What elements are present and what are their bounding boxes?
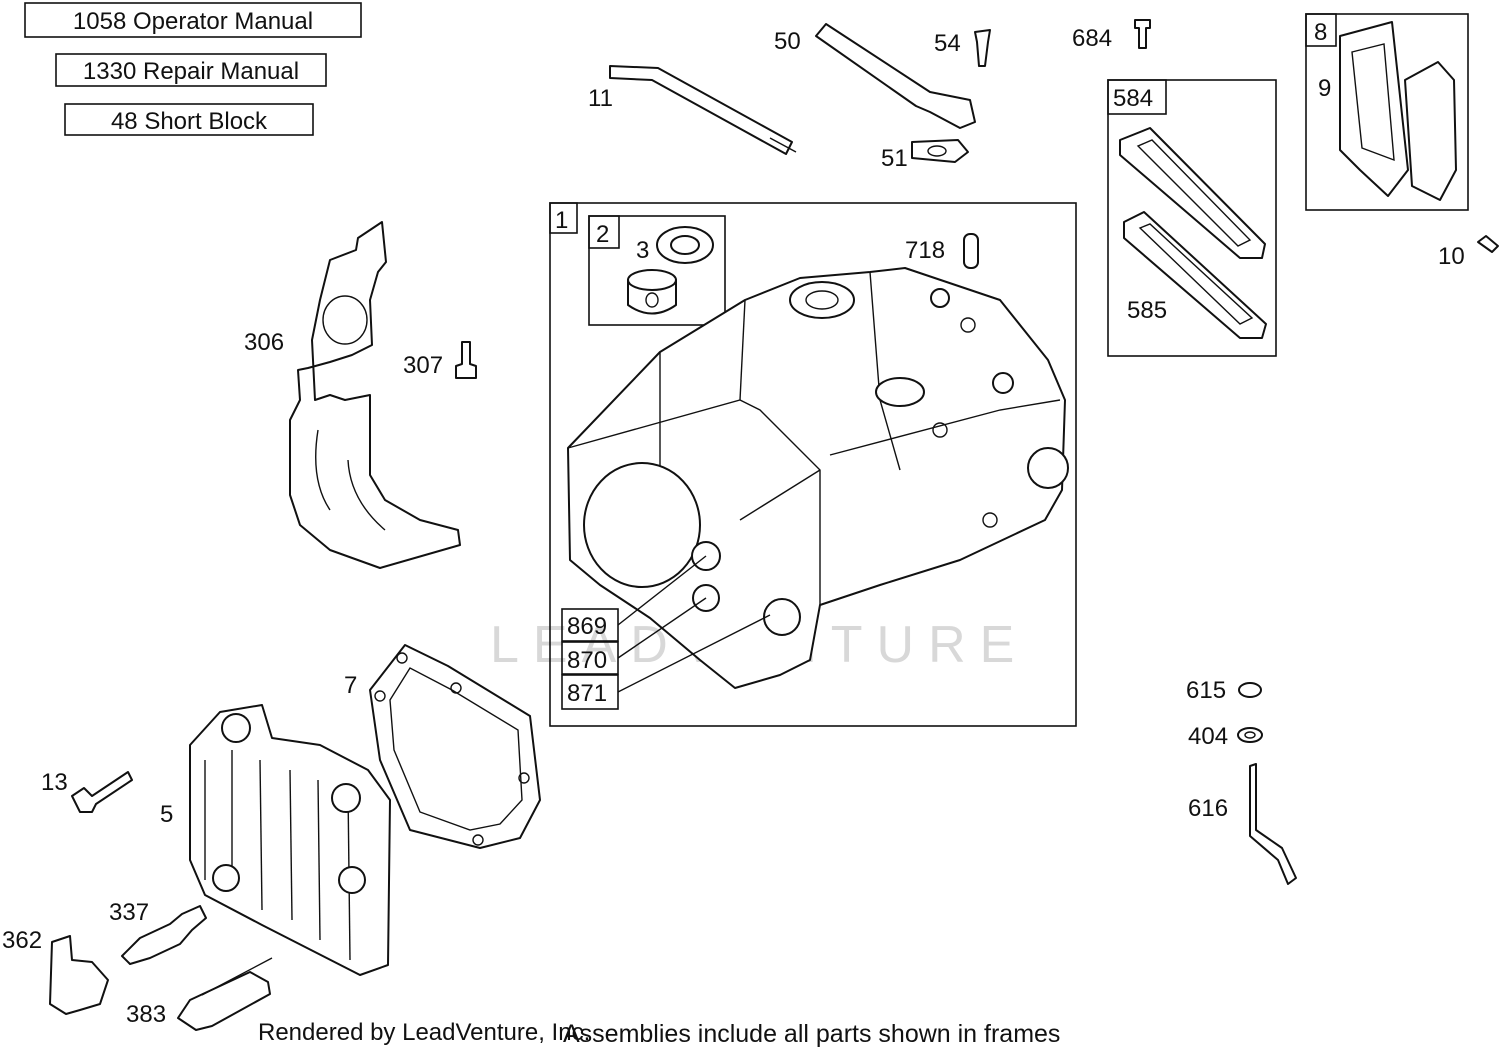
operator-manual-label: 1058 Operator Manual xyxy=(73,8,313,35)
frame-8-tag xyxy=(1305,13,1337,47)
frame-584 xyxy=(1107,79,1277,357)
link-616-part[interactable] xyxy=(1249,763,1297,885)
callout-10[interactable]: 10 xyxy=(1438,243,1465,270)
callout-615[interactable]: 615 xyxy=(1186,677,1226,704)
breather-tube-part[interactable] xyxy=(815,23,976,129)
repair-manual-box xyxy=(55,53,327,87)
repair-manual-link[interactable]: 1330 Repair Manual xyxy=(55,53,327,87)
callout-383[interactable]: 383 xyxy=(126,1001,166,1028)
frame-1-tag xyxy=(549,202,578,234)
callout-869: 869 xyxy=(567,613,607,640)
callout-306[interactable]: 306 xyxy=(244,329,284,356)
callout-404[interactable]: 404 xyxy=(1188,723,1228,750)
callout-9[interactable]: 9 xyxy=(1318,75,1331,102)
dipstick-tube-part[interactable] xyxy=(609,65,797,155)
washer-404-part[interactable] xyxy=(1237,727,1263,743)
callout-337[interactable]: 337 xyxy=(109,899,149,926)
leader-870 xyxy=(617,597,707,659)
leader-869 xyxy=(617,555,707,626)
callout-5[interactable]: 5 xyxy=(160,801,173,828)
cylinder-block-part[interactable] xyxy=(567,267,1069,689)
gasket-9-part[interactable] xyxy=(1339,21,1409,197)
callout-51[interactable]: 51 xyxy=(881,145,908,172)
screw-684-part[interactable] xyxy=(1134,19,1151,49)
spark-plug-part[interactable] xyxy=(121,905,207,965)
callout-616[interactable]: 616 xyxy=(1188,795,1228,822)
callout-871: 871 xyxy=(567,680,607,707)
repair-manual-label: 1330 Repair Manual xyxy=(83,58,299,85)
callout-871-group[interactable]: 871 xyxy=(561,674,619,710)
nut-615-part[interactable] xyxy=(1238,682,1262,698)
short-block-label: 48 Short Block xyxy=(111,108,268,135)
air-guide-shield-part[interactable] xyxy=(289,221,461,569)
spark-plug-tool-part[interactable] xyxy=(177,957,273,1031)
seal-part[interactable] xyxy=(656,226,714,264)
short-block-box xyxy=(64,103,314,136)
callout-3[interactable]: 3 xyxy=(636,237,649,264)
bushing-part[interactable] xyxy=(627,269,677,315)
gasket-584-part[interactable] xyxy=(1119,127,1266,259)
frame-2-tag xyxy=(588,215,620,249)
operator-manual-box xyxy=(24,2,362,38)
callout-585[interactable]: 585 xyxy=(1127,297,1167,324)
bolt-13-part[interactable] xyxy=(71,771,133,813)
callout-11[interactable]: 11 xyxy=(588,85,613,112)
callout-54[interactable]: 54 xyxy=(934,30,961,57)
gasket-585-part[interactable] xyxy=(1123,211,1267,339)
footer-rendered-by: Rendered by LeadVenture, Inc. xyxy=(258,1019,590,1046)
screw-307-part[interactable] xyxy=(455,341,477,379)
operator-manual-link[interactable]: 1058 Operator Manual xyxy=(24,2,362,38)
callout-870-group[interactable]: 870 xyxy=(561,641,619,675)
callout-50[interactable]: 50 xyxy=(774,28,801,55)
screw-54-part[interactable] xyxy=(974,29,991,67)
spark-plug-boot-part[interactable] xyxy=(49,935,109,1015)
callout-869-group[interactable]: 869 xyxy=(561,608,619,642)
cylinder-head-part[interactable] xyxy=(189,704,391,976)
screw-10-part[interactable] xyxy=(1477,235,1499,253)
frame-8 xyxy=(1305,13,1469,211)
callout-13[interactable]: 13 xyxy=(41,769,68,796)
cover-plate-part[interactable] xyxy=(1404,61,1457,201)
callout-307[interactable]: 307 xyxy=(403,352,443,379)
footer-frames-note: Assemblies include all parts shown in fr… xyxy=(563,1020,1060,1048)
head-gasket-part[interactable] xyxy=(369,644,541,849)
callout-718[interactable]: 718 xyxy=(905,237,945,264)
leader-871 xyxy=(617,614,771,693)
callout-1[interactable]: 1 xyxy=(555,207,568,234)
callout-7[interactable]: 7 xyxy=(344,672,357,699)
callout-362[interactable]: 362 xyxy=(2,927,42,954)
gasket-51-part[interactable] xyxy=(911,139,969,163)
short-block-link[interactable]: 48 Short Block xyxy=(64,103,314,136)
dowel-pin-part[interactable] xyxy=(963,233,979,269)
callout-8[interactable]: 8 xyxy=(1314,19,1327,46)
frame-2 xyxy=(588,215,726,326)
frame-1 xyxy=(549,202,1077,727)
callout-2[interactable]: 2 xyxy=(596,221,609,248)
callout-684[interactable]: 684 xyxy=(1072,25,1112,52)
callout-870: 870 xyxy=(567,647,607,674)
frame-584-tag xyxy=(1107,79,1167,115)
callout-584[interactable]: 584 xyxy=(1113,85,1153,112)
